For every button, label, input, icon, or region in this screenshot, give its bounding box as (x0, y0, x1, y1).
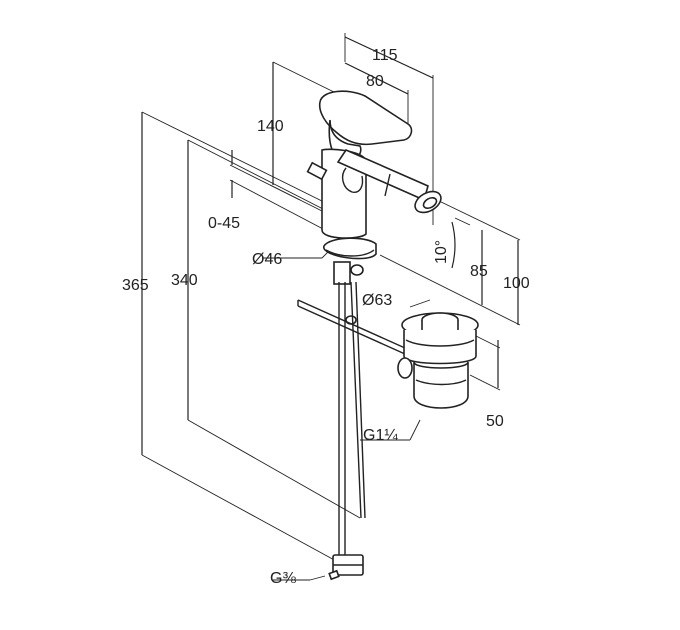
dim-115: 115 (372, 47, 398, 64)
dim-0-45: 0-45 (208, 215, 240, 232)
dim-diameter-63: Ø63 (362, 292, 392, 309)
dim-85: 85 (470, 263, 488, 280)
dim-80: 80 (366, 73, 384, 90)
dim-50: 50 (486, 413, 504, 430)
dim-340: 340 (171, 272, 198, 289)
dimension-labels: 115 80 140 0-45 365 340 Ø46 Ø63 10° 85 1… (122, 47, 530, 587)
pop-up-waste (397, 312, 479, 409)
dim-140: 140 (257, 118, 284, 135)
dim-100: 100 (503, 275, 530, 292)
dimension-lines (141, 33, 521, 581)
faucet-body (297, 90, 442, 581)
dim-thread-g3-8: G⅜ (270, 570, 296, 587)
dim-angle-10: 10° (433, 240, 450, 264)
dim-thread-g1-1-4: G1¼ (363, 427, 398, 444)
dim-diameter-46: Ø46 (252, 251, 282, 268)
dim-365: 365 (122, 277, 149, 294)
